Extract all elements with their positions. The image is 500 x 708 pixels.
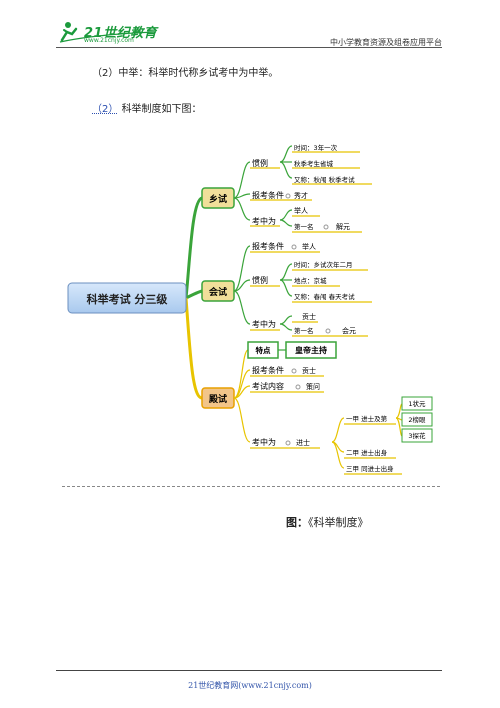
node-huishi: 会试 [201, 280, 235, 302]
huishi-gongshi: 贡士 [302, 312, 316, 321]
connector-dot-icon [295, 384, 301, 390]
huishi-huiyuan: 会元 [342, 326, 356, 335]
huishi-underlines [250, 251, 372, 337]
logo-url: www.21cnjy.com [84, 37, 134, 44]
rank-bangyan: 2榜眼 [408, 415, 426, 424]
rank-zhuangyuan: 1状元 [408, 399, 426, 408]
huishi-place: 地点：京城 [294, 276, 327, 285]
huishi-also: 又称：春闱 春天考试 [294, 292, 355, 301]
rank-box-1: 1状元 [401, 396, 433, 411]
connector-dot-icon [291, 244, 297, 250]
xiangshi-connectors [233, 145, 293, 227]
dianshi-pass-label: 考中为 [252, 437, 276, 447]
rank-tanhua: 3探花 [408, 431, 426, 440]
xiangshi-juren: 举人 [294, 206, 308, 215]
connector-dot-icon [291, 368, 297, 374]
dianshi-jinshi: 进士 [296, 438, 310, 447]
paragraph-number-link[interactable]: （2） [92, 104, 119, 115]
huishi-first: 第一名 [294, 326, 314, 335]
figure-caption: 图：《科举制度》 [286, 514, 369, 530]
connector-dot-icon [323, 224, 329, 230]
dianshi-underlines [250, 375, 402, 475]
footer-link[interactable]: 21世纪教育网(www.21cnjy.com) [188, 681, 312, 690]
branch-huishi [185, 289, 203, 300]
xiangshi-cond-label: 报考条件 [252, 190, 284, 200]
mindmap-root: 科举考试 分三级 [67, 282, 187, 314]
rank-box-2: 2榜眼 [401, 412, 433, 427]
runner-icon [59, 22, 157, 43]
xiangshi-also: 又称：秋闱 秋季考试 [294, 175, 355, 184]
caption-label: 图： [286, 516, 308, 529]
dianshi-sanjia: 三甲 同进士出身 [346, 464, 394, 473]
node-xiangshi-label: 乡试 [209, 193, 227, 205]
xiangshi-cond: 秀才 [294, 191, 308, 200]
huishi-pass-label: 考中为 [252, 319, 276, 329]
xiangshi-guanli: 惯例 [252, 158, 268, 168]
caption-title: 《科举制度》 [308, 516, 369, 529]
connector-dot-icon [325, 328, 331, 334]
dianshi-yijia: 一甲 进士及第 [346, 414, 388, 423]
paragraph-keju-text: 科举制度如下图： [121, 104, 202, 115]
huishi-connectors [233, 245, 293, 331]
keju-mindmap: 科举考试 分三级 乡试 会试 殿试 惯例 时间：3年一次 秋季考生省城 又称：秋… [67, 143, 433, 475]
figure-divider [62, 486, 440, 487]
root-label: 科举考试 分三级 [87, 292, 169, 306]
dianshi-tedian-box: 特点 [247, 341, 279, 359]
dianshi-erjia: 二甲 进士出身 [346, 448, 388, 457]
huishi-time: 时间：乡试次年二月 [294, 260, 353, 269]
paragraph-keju-intro: （2） 科举制度如下图： [92, 100, 202, 115]
xiangshi-place: 秋季考生省城 [294, 159, 334, 168]
huishi-cond: 举人 [302, 242, 316, 251]
xiangshi-first: 第一名 [294, 222, 314, 231]
node-huishi-label: 会试 [209, 286, 227, 298]
xiangshi-time: 时间：3年一次 [294, 143, 338, 152]
branch-xiangshi [184, 196, 203, 299]
dianshi-connectors [233, 349, 403, 469]
connector-dot-icon [285, 440, 291, 446]
huishi-cond-label: 报考条件 [252, 241, 284, 251]
site-logo [59, 22, 157, 43]
connector-dot-icon [285, 193, 291, 199]
rank-box-3: 3探花 [401, 428, 433, 443]
xiangshi-jieyuan: 解元 [336, 222, 350, 231]
branch-dianshi [184, 297, 203, 400]
xiangshi-underlines [250, 151, 372, 233]
node-dianshi-label: 殿试 [208, 393, 227, 405]
logo-text: 21世纪教育 [84, 26, 158, 41]
dianshi-content-label: 考试内容 [252, 381, 284, 391]
dianshi-cond-label: 报考条件 [252, 365, 284, 375]
dianshi-tedian: 特点 [256, 345, 271, 355]
huishi-guanli: 惯例 [252, 275, 268, 285]
site-title: 中小学教育资源及组卷应用平台 [330, 38, 442, 47]
paragraph-zhongju: （2）中举：科举时代称乡试考中为中举。 [92, 68, 279, 79]
dianshi-host-box: 皇帝主持 [278, 341, 337, 359]
dianshi-content: 策问 [306, 382, 320, 391]
node-xiangshi: 乡试 [201, 187, 235, 209]
footer-divider [56, 670, 442, 671]
node-dianshi: 殿试 [201, 387, 235, 409]
dianshi-host: 皇帝主持 [295, 345, 327, 355]
dianshi-cond: 贡士 [302, 366, 316, 375]
xiangshi-pass-label: 考中为 [252, 216, 276, 226]
header-divider [56, 47, 442, 48]
